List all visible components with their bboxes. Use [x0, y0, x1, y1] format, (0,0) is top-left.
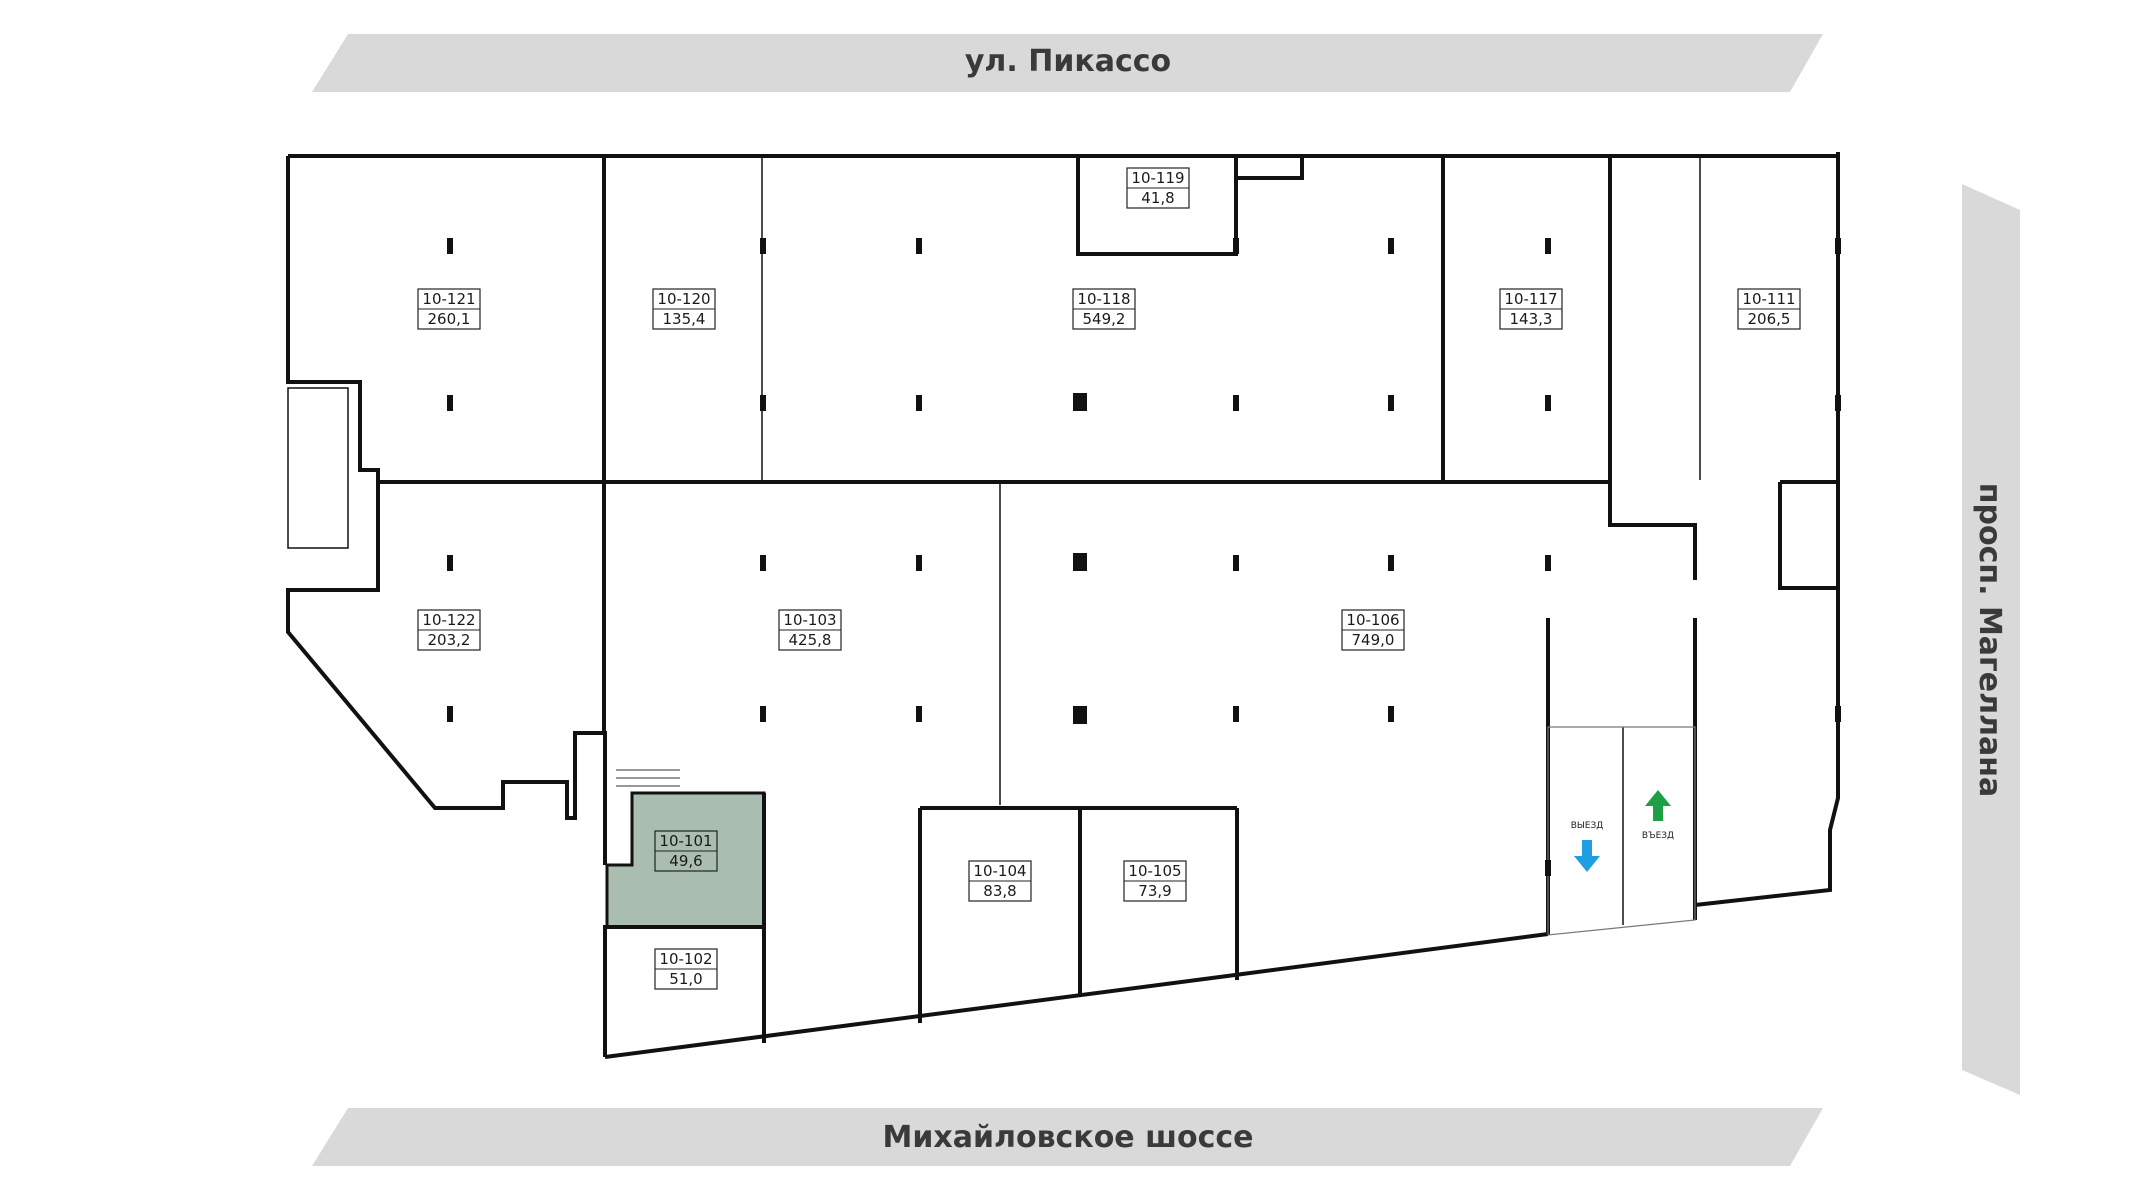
unit-label-10-120[interactable]: 10-120 135,4 [652, 288, 716, 330]
unit-label-10-111[interactable]: 10-111 206,5 [1737, 288, 1801, 330]
exit-label: ВЫЕЗД [1571, 821, 1604, 831]
unit-label-10-117[interactable]: 10-117 143,3 [1499, 288, 1563, 330]
unit-id: 10-122 [422, 611, 475, 629]
unit-label-10-106[interactable]: 10-106 749,0 [1341, 609, 1405, 651]
unit-id: 10-117 [1504, 290, 1557, 308]
unit-label-10-119[interactable]: 10-119 41,8 [1126, 167, 1190, 209]
unit-area: 749,0 [1352, 631, 1395, 649]
unit-area: 549,2 [1083, 310, 1126, 328]
unit-area: 49,6 [669, 852, 702, 870]
unit-label-10-105[interactable]: 10-105 73,9 [1123, 860, 1187, 902]
unit-id: 10-118 [1077, 290, 1130, 308]
exit-ramp: ВЫЕЗД [1571, 821, 1604, 872]
unit-area: 260,1 [428, 310, 471, 328]
unit-id: 10-103 [783, 611, 836, 629]
unit-area: 425,8 [789, 631, 832, 649]
stair-hatch-101 [616, 769, 680, 787]
unit-area: 83,8 [983, 882, 1016, 900]
street-band-right [1962, 184, 2020, 1095]
unit-id: 10-105 [1128, 862, 1181, 880]
street-label-top: ул. Пикассо [965, 44, 1171, 79]
unit-area: 206,5 [1748, 310, 1791, 328]
notch-top [1234, 156, 1304, 180]
unit-label-10-102[interactable]: 10-102 51,0 [654, 948, 718, 990]
unit-area: 73,9 [1138, 882, 1171, 900]
unit-10-119-walls [1076, 156, 1238, 256]
entry-ramp: ВЪЕЗД [1642, 790, 1674, 841]
entry-label: ВЪЕЗД [1642, 831, 1674, 841]
unit-label-10-103[interactable]: 10-103 425,8 [778, 609, 842, 651]
unit-area: 51,0 [669, 970, 702, 988]
unit-area: 203,2 [428, 631, 471, 649]
wall-117-111 [1608, 156, 1697, 580]
unit-label-10-121[interactable]: 10-121 260,1 [417, 288, 481, 330]
unit-area: 143,3 [1510, 310, 1553, 328]
street-label-bottom: Михайловское шоссе [883, 1120, 1254, 1155]
street-band-top [312, 34, 1823, 92]
arrow-down-icon [1574, 840, 1600, 872]
outer-wall-east-lower [1694, 587, 1840, 907]
unit-id: 10-120 [657, 290, 710, 308]
unit-id: 10-104 [973, 862, 1026, 880]
unit-id: 10-101 [659, 832, 712, 850]
stair-core-west [287, 387, 349, 549]
structural-columns [447, 238, 1841, 876]
unit-label-10-118[interactable]: 10-118 549,2 [1072, 288, 1136, 330]
street-band-bottom [312, 1108, 1823, 1166]
unit-area: 41,8 [1141, 189, 1174, 207]
unit-label-10-122[interactable]: 10-122 203,2 [417, 609, 481, 651]
outer-wall-west [286, 156, 607, 865]
unit-id: 10-106 [1346, 611, 1399, 629]
unit-label-10-104[interactable]: 10-104 83,8 [968, 860, 1032, 902]
arrow-up-icon [1645, 790, 1671, 821]
unit-id: 10-121 [422, 290, 475, 308]
stair-core-east [1778, 480, 1840, 590]
unit-id: 10-119 [1131, 169, 1184, 187]
unit-label-10-101[interactable]: 10-101 49,6 [654, 830, 718, 872]
unit-area: 135,4 [663, 310, 706, 328]
outer-wall-south [604, 932, 1549, 1059]
unit-id: 10-111 [1742, 290, 1795, 308]
unit-id: 10-102 [659, 950, 712, 968]
street-label-right: просп. Магеллана [1972, 483, 2007, 797]
